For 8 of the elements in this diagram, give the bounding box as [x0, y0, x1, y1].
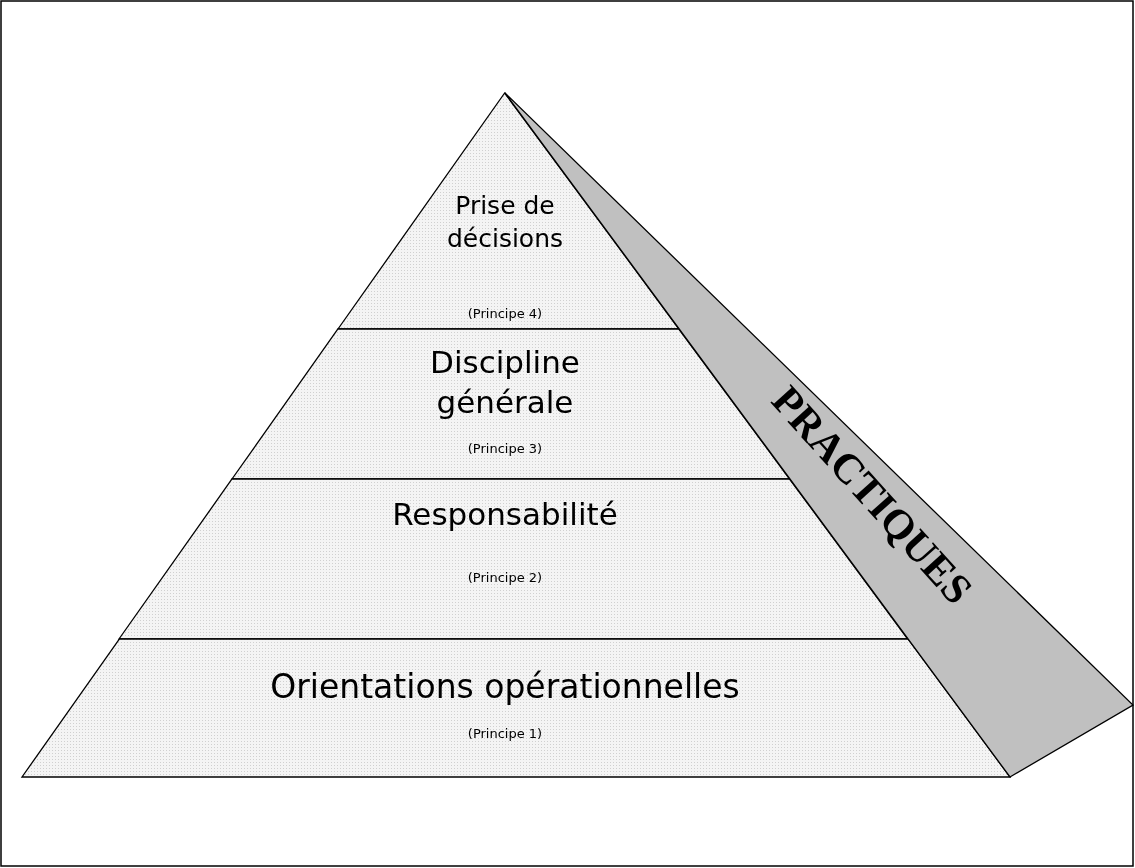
principle-label: (Principe 4) — [466, 306, 544, 323]
tier-title: Responsabilité — [391, 495, 619, 534]
principle-label: (Principe 1) — [466, 726, 544, 743]
tier-title: Orientations opérationnelles — [269, 666, 741, 708]
tier-title: Discipline générale — [429, 343, 581, 423]
principle-label: (Principe 3) — [466, 441, 544, 458]
tier-title: Prise de décisions — [445, 190, 564, 255]
principle-label: (Principe 2) — [466, 570, 544, 587]
